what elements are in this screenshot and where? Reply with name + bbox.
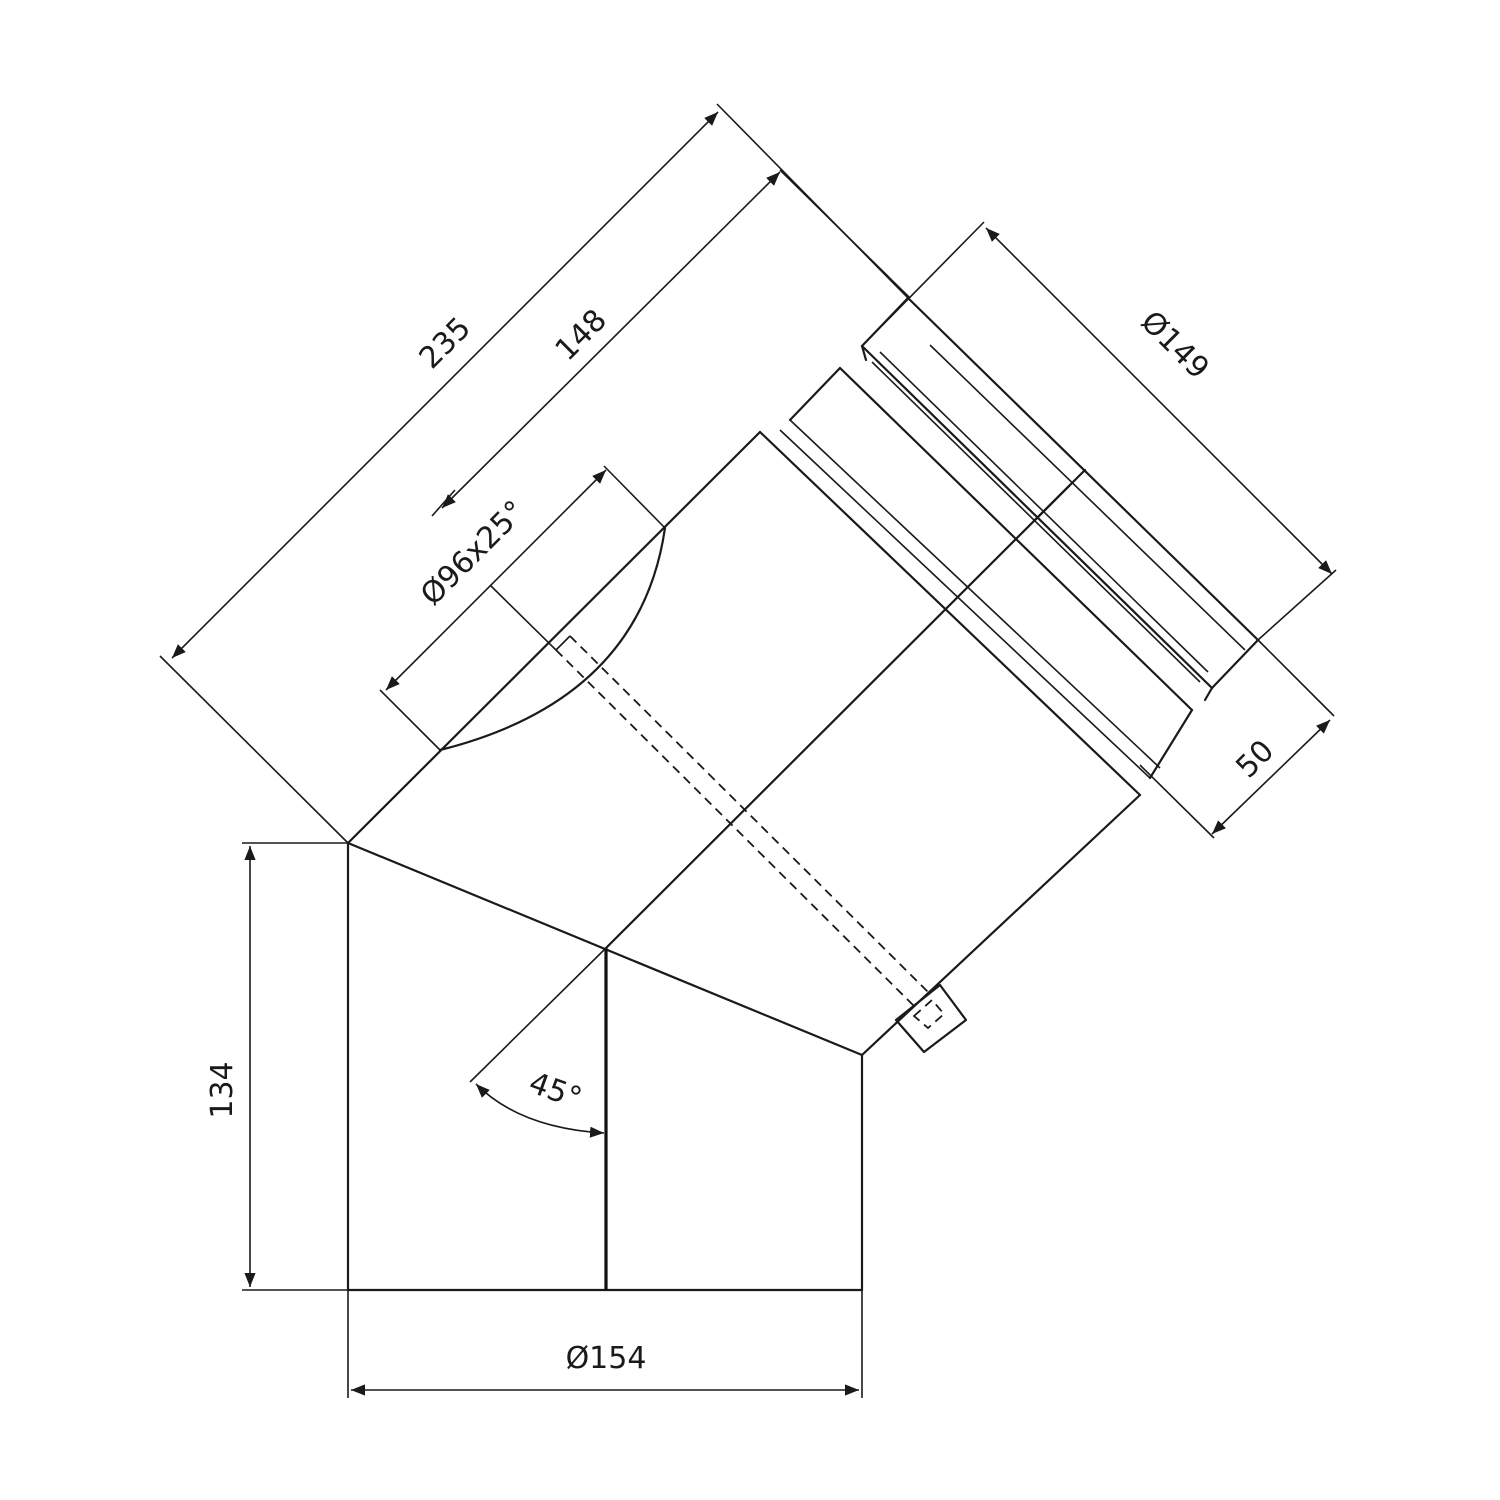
dim-154-label: Ø154 <box>566 1341 647 1376</box>
dim-height: 134 <box>205 842 348 1291</box>
dim-angle-label: 45° <box>524 1066 586 1117</box>
dim-socket-length: 50 <box>1139 639 1335 839</box>
lower-section <box>346 841 864 1292</box>
dim-branch-diameter: Ø96x25° <box>379 465 666 751</box>
dim-235-label: 235 <box>413 311 478 376</box>
dim-50-label: 50 <box>1229 733 1281 785</box>
dim-angle: 45° <box>469 947 607 1138</box>
probe-end-cap <box>894 983 968 1054</box>
probe-tube <box>555 635 968 1054</box>
dim-overall-length: 235 <box>159 103 909 844</box>
dim-top-label: Ø149 <box>1134 304 1216 386</box>
dim-bottom-diameter: Ø154 <box>347 1290 863 1398</box>
dim-branch-label: Ø96x25° <box>414 494 533 613</box>
dim-148-label: 148 <box>549 303 614 368</box>
dim-134-label: 134 <box>205 1061 240 1118</box>
dim-inner-length: 148 <box>431 169 911 517</box>
